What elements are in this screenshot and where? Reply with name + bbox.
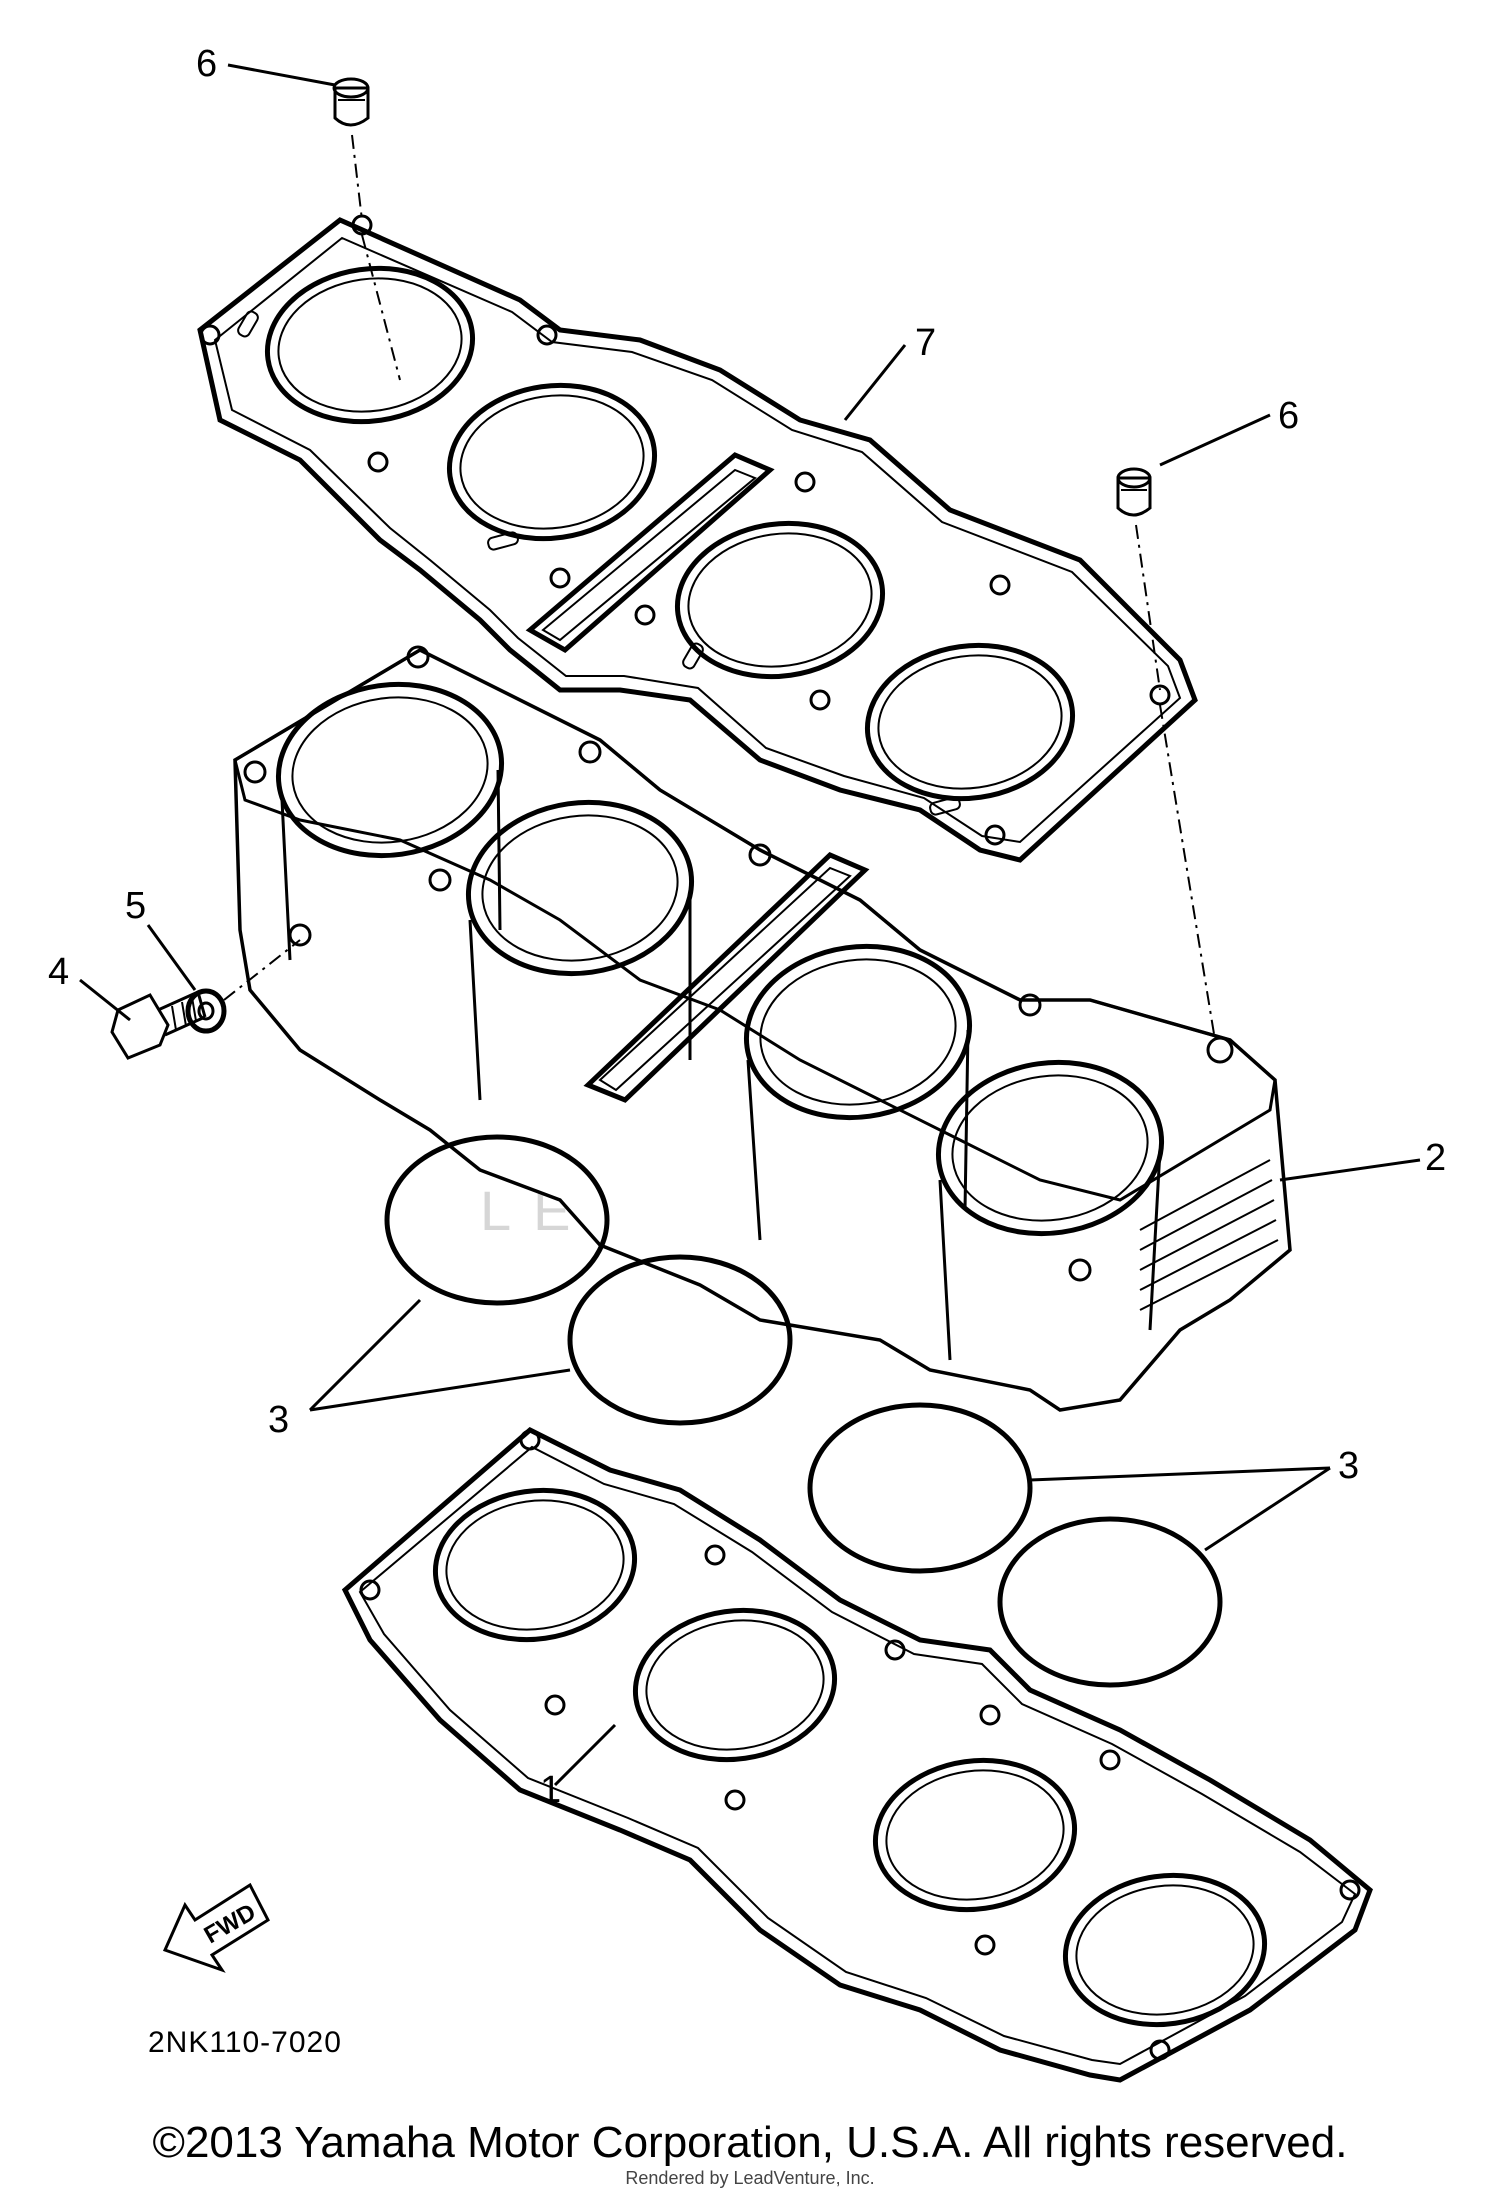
label-part-3-left: 3 <box>268 1399 289 1441</box>
cylinder-block <box>233 645 1292 1412</box>
label-part-2: 2 <box>1425 1137 1446 1179</box>
washer <box>185 939 301 1034</box>
rendered-by-note: Rendered by LeadVenture, Inc. <box>625 2168 875 2188</box>
o-ring <box>807 1402 1033 1574</box>
o-ring <box>384 1134 610 1306</box>
bolt <box>110 990 207 1060</box>
label-part-4: 4 <box>48 951 69 993</box>
label-part-3-right: 3 <box>1338 1445 1359 1487</box>
o-ring <box>567 1254 793 1426</box>
base-gasket-lower <box>341 1427 1373 2083</box>
head-gasket-upper <box>197 214 1198 863</box>
label-part-5: 5 <box>125 885 146 927</box>
label-part-1: 1 <box>540 1769 561 1811</box>
label-part-6-right: 6 <box>1278 395 1299 437</box>
o-ring <box>997 1516 1223 1688</box>
fwd-arrow-label: FWD <box>200 1899 261 1950</box>
label-part-7: 7 <box>915 322 936 364</box>
dowel-pin-left <box>332 77 401 381</box>
copyright-footer: ©2013 Yamaha Motor Corporation, U.S.A. A… <box>152 2118 1348 2167</box>
fwd-arrow: FWD <box>162 1882 270 1973</box>
dowel-pin-right <box>1116 467 1216 1041</box>
diagram-code: 2NK110-7020 <box>148 2026 342 2059</box>
leader-lines <box>79 63 1421 1787</box>
label-part-6-left: 6 <box>196 43 217 85</box>
o-rings <box>384 1134 1223 1688</box>
